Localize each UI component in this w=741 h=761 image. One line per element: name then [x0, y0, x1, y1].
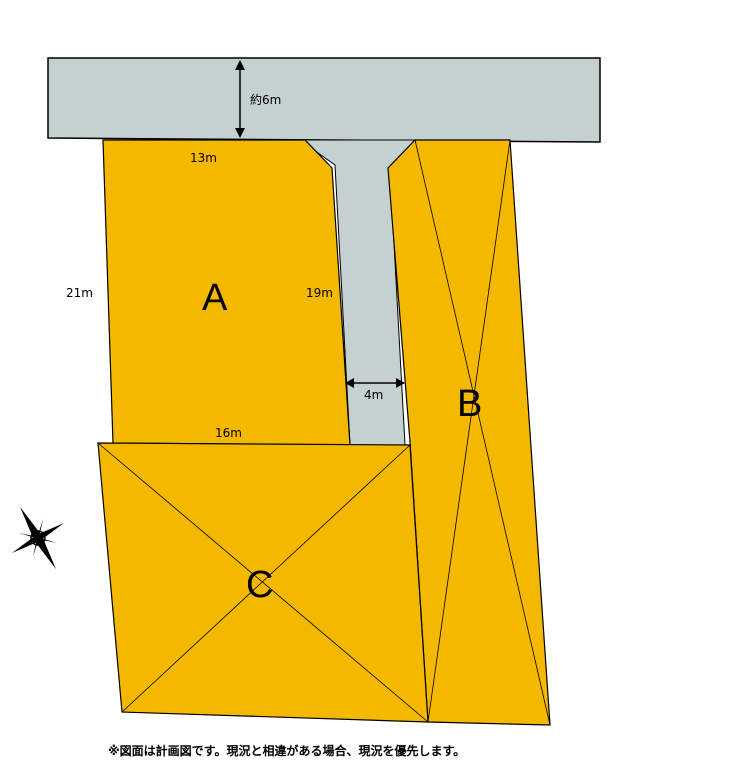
lot-a-left-dim: 21m — [66, 286, 93, 300]
lot-a-top-dim: 13m — [190, 151, 217, 165]
road — [47, 57, 601, 143]
lot-c-diagonal-2 — [121, 444, 411, 713]
road-arrow-head-top — [235, 60, 245, 70]
lot-a-label: A — [202, 277, 228, 319]
lot-a — [102, 139, 351, 446]
lot-b-diagonal-1 — [414, 139, 551, 726]
road-width-label: 約6m — [250, 92, 281, 107]
lot-a-bottom-dim: 16m — [215, 426, 242, 440]
lot-c-label: C — [246, 564, 273, 606]
lot-b-label: B — [457, 383, 482, 425]
passage-arrow-head-left — [345, 378, 354, 388]
footnote: ※図面は計画図です。現況と相違がある場合、現況を優先します。 — [108, 743, 465, 758]
passage-width-label: 4m — [364, 388, 383, 402]
lot-c-diagonal-1 — [97, 442, 429, 723]
lot-a-right-dim: 19m — [306, 286, 333, 300]
road-arrow-head-bottom — [235, 128, 245, 138]
lot-b-diagonal-2 — [427, 139, 511, 723]
passage-arrow-head-right — [396, 378, 405, 388]
compass-rose-icon — [12, 506, 64, 570]
